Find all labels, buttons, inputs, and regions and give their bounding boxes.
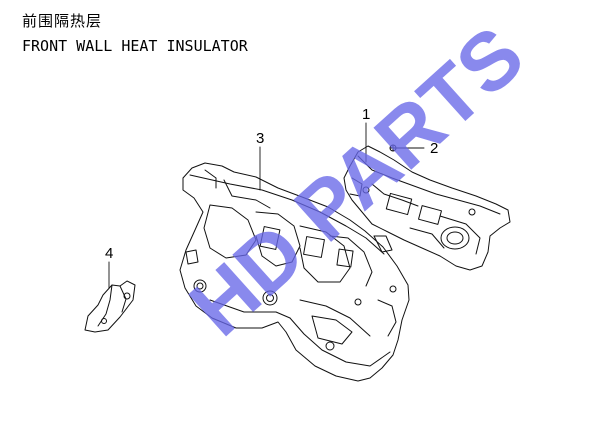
- part-4-bracket: [84, 280, 136, 333]
- title-english: FRONT WALL HEAT INSULATOR: [22, 37, 248, 55]
- callout-2: 2: [430, 140, 438, 157]
- callout-3: 3: [256, 130, 264, 147]
- watermark: HD PARTS: [173, 9, 541, 353]
- part-1-upper-insulator: [343, 145, 511, 271]
- part-3-main-insulator: [179, 162, 410, 382]
- callout-1: 1: [362, 106, 370, 123]
- callout-4: 4: [105, 245, 113, 262]
- title-chinese: 前围隔热层: [22, 12, 103, 30]
